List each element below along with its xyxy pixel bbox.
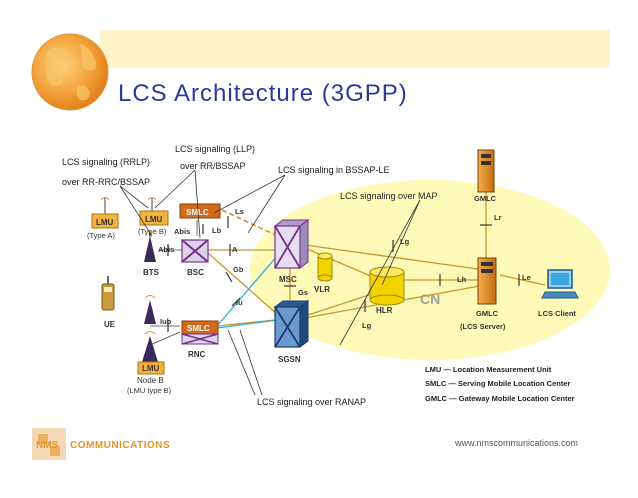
a-label: A	[232, 245, 238, 254]
ls-link	[221, 209, 283, 239]
nodeb-type-label: (LMU type B)	[127, 386, 172, 395]
annotation-callouts	[119, 169, 421, 396]
radio-links	[149, 220, 198, 346]
msc-hlr-link	[304, 247, 381, 281]
rnc-node	[181, 333, 219, 345]
vlr-cylinder-icon	[317, 252, 333, 282]
lmu-b-type-label: (Type B)	[138, 227, 167, 236]
lcs-client-label: LCS Client	[538, 309, 576, 318]
lmu-a-label: LMU	[96, 218, 114, 227]
bts-label: BTS	[143, 268, 160, 277]
gs-label: Gs	[298, 288, 308, 297]
annotation-bssap-le: LCS signaling in BSSAP-LE	[278, 165, 390, 175]
lmu-b-box	[139, 210, 169, 226]
lb-label: Lb	[212, 226, 222, 235]
gmlc-top-server-icon	[477, 149, 495, 193]
legend-smlc: SMLC — Serving Mobile Location Center	[425, 379, 571, 388]
smlc-top-label: SMLC	[186, 208, 209, 217]
sgsn-label: SGSN	[278, 355, 301, 364]
abis-1-label: Abis	[174, 227, 190, 236]
lcs-client-computer-icon	[541, 269, 579, 299]
logo-nms-text: NMS	[36, 440, 59, 451]
globe-icon	[31, 33, 109, 111]
smlc-bottom-label: SMLC	[187, 324, 210, 333]
le-label: Le	[522, 273, 531, 282]
iu-sgsn-link	[216, 254, 279, 327]
lmu-nodeb-label: LMU	[142, 364, 160, 373]
sgsn-node	[273, 300, 310, 348]
lmu-nodeb-box	[137, 361, 165, 375]
bts-tower-icon	[144, 231, 156, 262]
lmu-type-a: LMU (Type A)	[87, 197, 119, 240]
annotation-ranap: LCS signaling over RANAP	[257, 397, 366, 407]
smlc-top: SMLC	[179, 203, 221, 219]
nms-logo: NMS COMMUNICATIONS	[32, 428, 170, 460]
annotation-rrlp-1: LCS signaling (RRLP)	[62, 157, 150, 167]
nodeb-label: Node B	[137, 376, 164, 385]
nodeb-tower-icon	[142, 331, 158, 362]
bsc-node	[181, 239, 209, 263]
gb-link	[207, 252, 279, 316]
hlr-label: HLR	[376, 306, 393, 315]
annotation-texts: LCS signaling (RRLP) over RR-RRC/BSSAP L…	[62, 144, 438, 407]
logo-comm-text: COMMUNICATIONS	[70, 440, 170, 451]
lg-top-label: Lg	[400, 237, 410, 246]
gmlc-server-sub-label: (LCS Server)	[460, 322, 506, 331]
lmu-a-type-label: (Type A)	[87, 231, 115, 240]
cn-label: CN	[420, 291, 440, 307]
ls-label: Ls	[235, 207, 244, 216]
iu-label: Iu	[236, 298, 243, 307]
smlc-bottom: SMLC	[181, 320, 219, 335]
legend-lmu: LMU — Location Measurement Unit	[425, 365, 552, 374]
annotation-rrlp-2: over RR-RRC/BSSAP	[62, 177, 150, 187]
bsc-label: BSC	[187, 268, 204, 277]
lr-label: Lr	[494, 213, 502, 222]
annotation-map: LCS signaling over MAP	[340, 191, 438, 201]
page-title: LCS Architecture (3GPP)	[118, 80, 408, 107]
header-banner	[100, 30, 610, 68]
lh-label: Lh	[457, 275, 467, 284]
lmu-b-label: LMU	[145, 215, 163, 224]
cn-ellipse	[250, 180, 610, 360]
interface-ticks	[167, 216, 520, 332]
interface-labels: Abis Lb Ls Abis A Gb Iu Gs Lg Lg Lh Le L…	[158, 207, 531, 330]
lmu-type-b: LMU (Type B)	[138, 197, 169, 236]
msc-node	[273, 219, 310, 269]
vlr-label: VLR	[314, 285, 330, 294]
access-links	[208, 249, 276, 327]
iu-msc-link	[216, 319, 276, 327]
gmlc-top-label: GMLC	[474, 194, 497, 203]
ue-phone-icon	[101, 276, 115, 311]
legend-gmlc: GMLC — Gateway Mobile Location Center	[425, 394, 575, 403]
msc-label: MSC	[279, 275, 297, 284]
lmu-a-box	[91, 213, 119, 229]
footer-url: www.nmscommunications.com	[454, 438, 578, 448]
lg-bottom-label: Lg	[362, 321, 372, 330]
gmlc-client-link	[499, 274, 546, 286]
hlr-cylinder-icon	[369, 266, 405, 306]
abis-2-label: Abis	[158, 245, 174, 254]
rnc-label: RNC	[188, 350, 206, 359]
msc-gmlc-link	[304, 244, 486, 271]
legend: LMU — Location Measurement Unit SMLC — S…	[425, 365, 575, 403]
sgsn-hlr-link	[304, 291, 379, 317]
iub-label: Iub	[160, 317, 172, 326]
node-tower-icon	[144, 295, 156, 324]
gmlc-server-icon	[477, 257, 497, 305]
gmlc-server-label: GMLC	[476, 309, 499, 318]
annotation-llp-1: LCS signaling (LLP)	[175, 144, 255, 154]
smlc-top-box	[179, 203, 221, 219]
gb-label: Gb	[233, 265, 244, 274]
ue-label: UE	[104, 320, 116, 329]
annotation-llp-2: over RR/BSSAP	[180, 161, 246, 171]
iu-ps-link	[216, 319, 279, 329]
